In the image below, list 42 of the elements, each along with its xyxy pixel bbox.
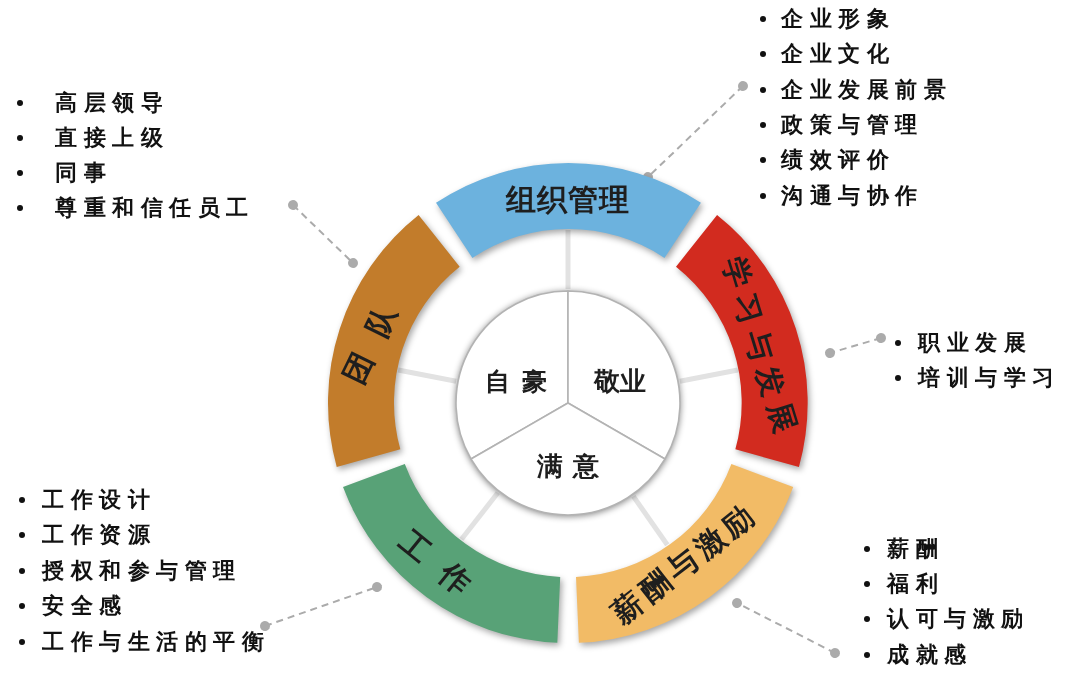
list-item: 尊重和信任员工 — [55, 194, 255, 221]
list-item: 企业发展前景 — [781, 76, 952, 103]
list-item: 企业形象 — [781, 5, 895, 32]
segment-label: 团队 — [336, 280, 414, 390]
list-item: 政策与管理 — [781, 111, 924, 138]
spoke-line — [565, 230, 571, 289]
list-item: 工作资源 — [42, 522, 156, 549]
sector-label: 自豪 — [485, 367, 559, 397]
leader-line — [825, 333, 886, 358]
list-item: 成就感 — [887, 641, 973, 668]
ring-segment — [435, 163, 701, 258]
spoke-line — [631, 494, 670, 547]
sector-label: 满意 — [537, 452, 609, 482]
sector-label: 敬业 — [594, 367, 646, 397]
segment-label: 薪酬与激励 — [605, 496, 765, 632]
spoke-line — [397, 367, 457, 384]
pie-sector — [471, 403, 665, 515]
segment-label: 工作 — [393, 524, 495, 616]
list-item: 直接上级 — [55, 124, 169, 151]
ring-segment — [328, 215, 460, 468]
spoke-line — [679, 367, 739, 384]
ring-segment — [676, 215, 808, 468]
segment-label: 组织管理 — [506, 182, 631, 218]
spoke-line — [459, 491, 500, 541]
list-item: 高层领导 — [55, 89, 169, 116]
list-item: 绩效评价 — [781, 147, 895, 174]
list-item: 薪酬 — [887, 535, 944, 562]
list-item: 培训与学习 — [918, 364, 1061, 391]
segment-label: 学习与发展 — [715, 253, 804, 446]
list-item: 企业文化 — [781, 41, 895, 68]
list-item: 福利 — [887, 570, 944, 597]
list-item: 工作与生活的平衡 — [42, 628, 270, 655]
leader-line — [288, 200, 358, 268]
list-item: 授权和参与管理 — [42, 557, 242, 584]
list-item: 职业发展 — [918, 329, 1032, 356]
list-item: 沟通与协作 — [781, 182, 924, 209]
leader-line — [732, 598, 840, 658]
list-item: 工作设计 — [42, 486, 156, 513]
list-item: 安全感 — [42, 593, 128, 620]
list-item: 认可与激励 — [887, 606, 1030, 633]
list-item: 同事 — [55, 159, 112, 186]
leader-line — [260, 582, 382, 631]
